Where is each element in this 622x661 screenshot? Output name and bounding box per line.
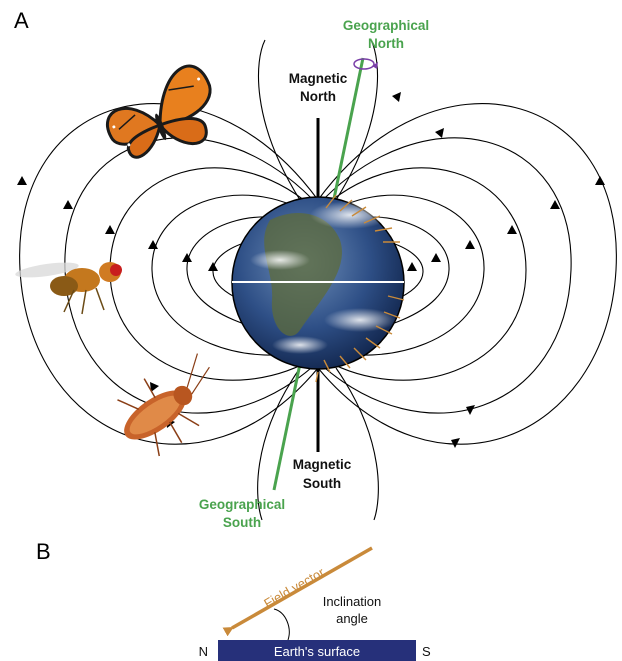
field-arrow [407, 262, 417, 271]
field-arrow [595, 176, 605, 185]
field-arrow [507, 225, 517, 234]
inclination-angle-arc [274, 609, 289, 640]
field-arrow [182, 253, 192, 262]
geographical-north-label-line1: Geographical [343, 18, 429, 33]
field-line [258, 40, 300, 200]
earth-globe [232, 197, 404, 369]
field-line [336, 40, 378, 200]
magnetic-south-label-line1: Magnetic [293, 457, 352, 472]
inclination-diagram: Earth's surface N S Field vector Inclina… [199, 548, 431, 661]
south-label: S [422, 644, 431, 659]
cockroach-image [105, 344, 236, 467]
field-arrow [431, 253, 441, 262]
inclination-label-line2: angle [336, 611, 368, 626]
geographical-south-label-line1: Geographical [199, 497, 285, 512]
earths-surface-label: Earth's surface [274, 644, 360, 659]
field-arrow [105, 225, 115, 234]
magnetic-north-label-line1: Magnetic [289, 71, 348, 86]
field-arrow [208, 262, 218, 271]
rotation-arrow-icon [354, 59, 378, 69]
field-arrow [63, 200, 73, 209]
field-arrow [451, 438, 460, 448]
field-vector-label: Field vector [261, 564, 327, 611]
magnetic-north-label-line2: North [300, 89, 336, 104]
inclination-label-line1: Inclination [323, 594, 382, 609]
monarch-butterfly-image [97, 61, 227, 170]
field-arrow [392, 92, 401, 102]
field-arrow [435, 128, 444, 138]
field-arrow [465, 240, 475, 249]
geographical-north-label-line2: North [368, 36, 404, 51]
panel-label-a: A [14, 8, 29, 33]
magnetic-south-label-line2: South [303, 476, 341, 491]
fruit-fly-image [14, 260, 122, 314]
panel-label-b: B [36, 539, 51, 564]
geographical-south-label-line2: South [223, 515, 261, 530]
field-arrow [17, 176, 27, 185]
north-label: N [199, 644, 208, 659]
